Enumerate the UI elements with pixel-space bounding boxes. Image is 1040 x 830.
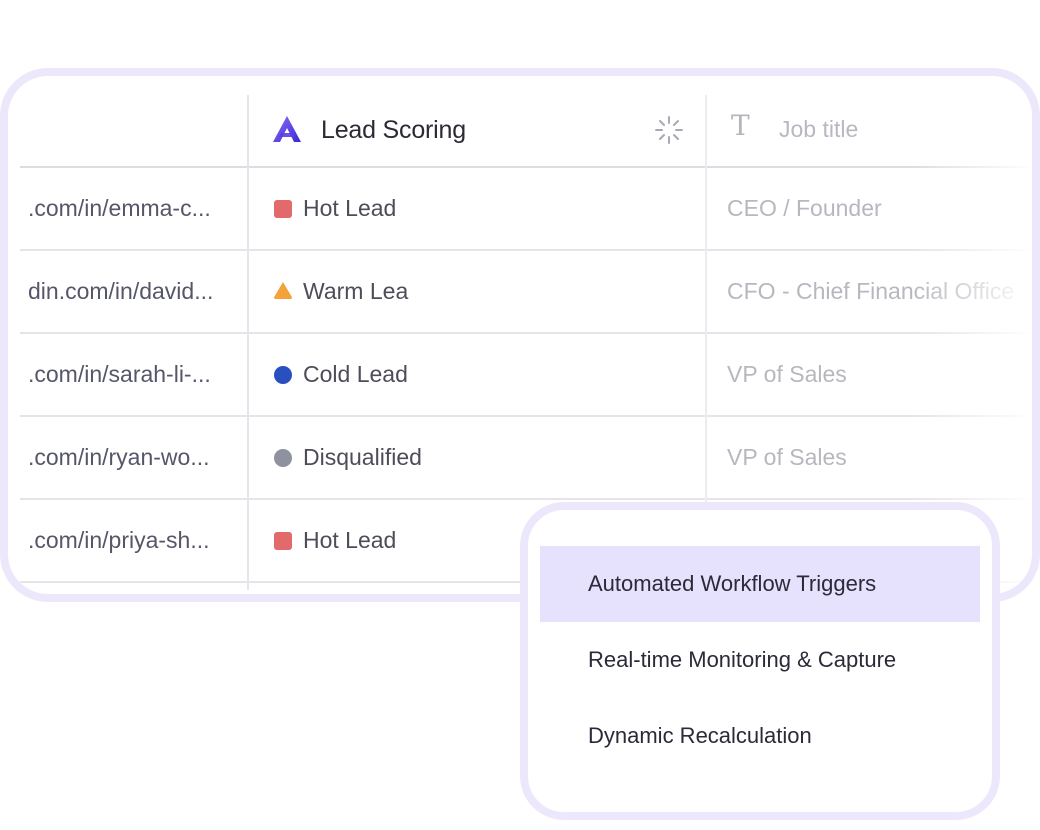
status-circle-icon — [274, 449, 292, 467]
table-row[interactable]: .com/in/emma-c... Hot Lead CEO / Founder — [20, 168, 1030, 251]
lead-score-cell[interactable]: Warm Lea — [248, 251, 705, 332]
column-divider[interactable] — [705, 95, 707, 523]
column-header-label: Job title — [779, 116, 859, 142]
brand-logo-icon — [273, 116, 301, 142]
loading-spinner-icon — [655, 116, 683, 144]
job-title-cell[interactable]: VP of Sales — [727, 444, 847, 470]
status-triangle-icon — [273, 282, 293, 299]
lead-score-cell[interactable]: Hot Lead — [248, 500, 705, 581]
lead-score-cell[interactable]: Cold Lead — [248, 334, 705, 415]
linkedin-url-cell[interactable]: .com/in/emma-c... — [28, 195, 211, 221]
linkedin-url-cell[interactable]: din.com/in/david... — [28, 278, 214, 304]
text-type-icon: T — [731, 109, 750, 142]
status-circle-icon — [274, 366, 292, 384]
lead-score-label: Cold Lead — [303, 361, 408, 387]
status-square-icon — [274, 200, 292, 218]
status-square-icon — [274, 532, 292, 550]
lead-score-label: Hot Lead — [303, 527, 397, 553]
lead-score-label: Disqualified — [303, 444, 422, 470]
job-title-cell[interactable]: CEO / Founder — [727, 195, 882, 221]
lead-score-cell[interactable]: Disqualified — [248, 417, 705, 498]
lead-score-cell[interactable]: Hot Lead — [248, 168, 705, 249]
lead-score-label: Hot Lead — [303, 195, 397, 221]
lead-score-label: Warm Lea — [303, 278, 409, 304]
column-header-label: Lead Scoring — [321, 116, 466, 144]
table-row[interactable]: din.com/in/david... Warm Lea CFO - Chief F… — [20, 251, 1030, 334]
job-title-cell[interactable]: CFO - Chief Financial Office — [727, 278, 1015, 304]
column-header-lead-scoring[interactable]: Lead Scoring — [248, 88, 705, 166]
table-header-row: Lead Scoring T Job title — [20, 88, 1030, 168]
menu-item[interactable]: Automated Workflow Triggers — [540, 546, 980, 622]
table-row[interactable]: .com/in/sarah-li-... Cold Lead VP of Sales — [20, 334, 1030, 417]
table-row[interactable]: .com/in/ryan-wo... Disqualified VP of Sale… — [20, 417, 1030, 500]
linkedin-url-cell[interactable]: .com/in/sarah-li-... — [28, 361, 211, 387]
linkedin-url-cell[interactable]: .com/in/priya-sh... — [28, 527, 210, 553]
menu-item[interactable]: Real-time Monitoring & Capture — [588, 647, 897, 672]
column-divider[interactable] — [247, 95, 249, 590]
job-title-cell[interactable]: VP of Sales — [727, 361, 847, 387]
menu-item[interactable]: Dynamic Recalculation — [588, 723, 812, 748]
column-header-job-title[interactable]: T Job title — [707, 88, 1030, 166]
linkedin-url-cell[interactable]: .com/in/ryan-wo... — [28, 444, 210, 470]
